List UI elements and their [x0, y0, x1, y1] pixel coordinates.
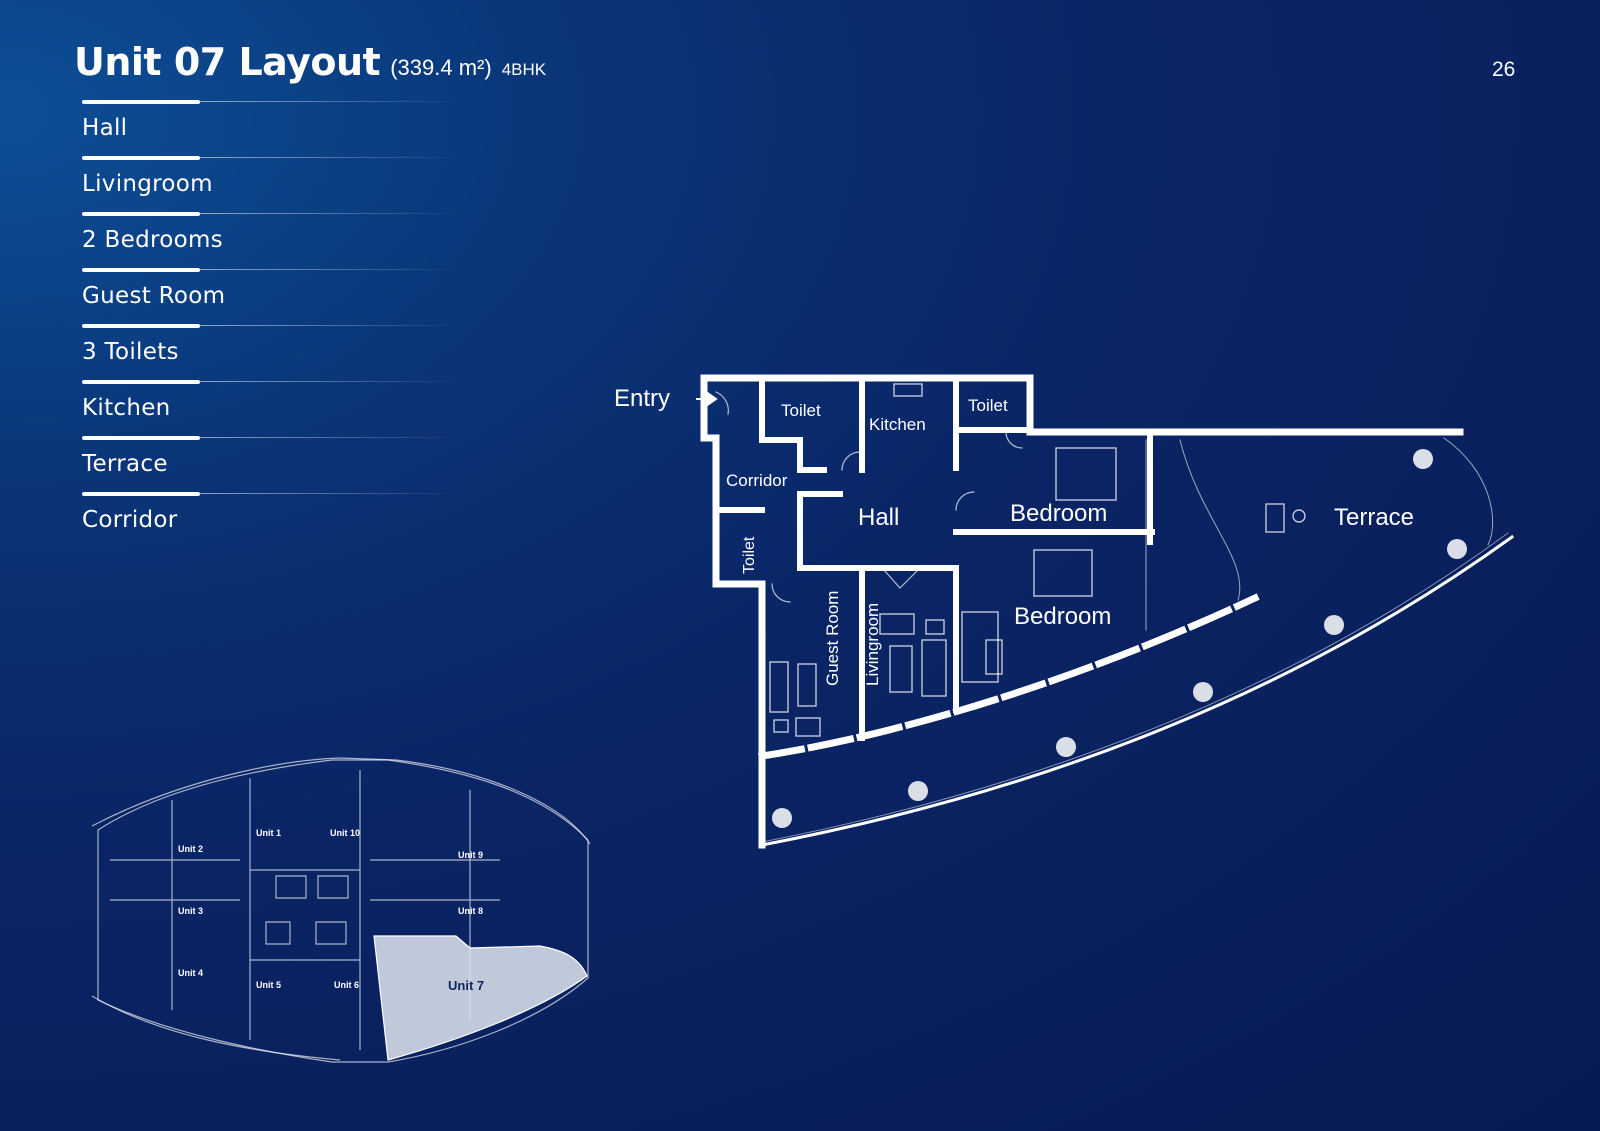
- unit-label: Unit 8: [458, 906, 483, 916]
- feature-list: Hall Livingroom 2 Bedrooms Guest Room 3 …: [82, 98, 462, 546]
- entry-arrow-icon: [696, 390, 718, 408]
- terrace-edge: [760, 534, 1515, 847]
- unit-7-highlight: [373, 935, 588, 1061]
- key-plan-outline: [97, 759, 589, 1063]
- feature-item-corridor: Corridor: [82, 490, 462, 546]
- unit-type: 4BHK: [501, 60, 547, 79]
- plant-icon: [908, 781, 928, 801]
- unit-label: Unit 9: [458, 850, 483, 860]
- unit-label: Unit 1: [256, 828, 281, 838]
- unit-7-label: Unit 7: [448, 978, 484, 993]
- plant-icon: [1193, 682, 1213, 702]
- unit-label: Unit 2: [178, 844, 203, 854]
- plant-icon: [1413, 449, 1433, 469]
- plant-icon: [1056, 737, 1076, 757]
- room-label-bedroom-1: Bedroom: [1010, 500, 1107, 527]
- room-label-corridor: Corridor: [726, 471, 788, 490]
- plant-icon: [1447, 539, 1467, 559]
- unit-label: Unit 6: [334, 980, 359, 990]
- room-label-hall: Hall: [858, 504, 899, 531]
- feature-item-kitchen: Kitchen: [82, 378, 462, 434]
- unit-label: Unit 5: [256, 980, 281, 990]
- feature-item-hall: Hall: [82, 98, 462, 154]
- unit-label: Unit 3: [178, 906, 203, 916]
- room-label-toilet-2: Toilet: [968, 396, 1008, 415]
- room-label-toilet-1: Toilet: [781, 401, 821, 420]
- room-label-bedroom-2: Bedroom: [1014, 603, 1111, 630]
- page-number: 26: [1492, 58, 1516, 81]
- plant-icon: [1324, 615, 1344, 635]
- room-label-terrace: Terrace: [1334, 504, 1414, 531]
- feature-item-bedrooms: 2 Bedrooms: [82, 210, 462, 266]
- unit-label: Unit 10: [330, 828, 360, 838]
- feature-item-toilets: 3 Toilets: [82, 322, 462, 378]
- plant-icons: [772, 449, 1467, 828]
- room-label-livingroom: Livingroom: [863, 603, 882, 686]
- page-title: Unit 07 Layout: [74, 40, 381, 84]
- room-label-kitchen: Kitchen: [869, 415, 926, 434]
- plant-icon: [772, 808, 792, 828]
- page-header: Unit 07 Layout (339.4 m²) 4BHK: [74, 40, 546, 84]
- room-label-toilet-3: Toilet: [741, 536, 758, 574]
- entry-label: Entry: [614, 385, 670, 412]
- feature-item-terrace: Terrace: [82, 434, 462, 490]
- outer-wall: [700, 374, 1464, 436]
- feature-item-guest-room: Guest Room: [82, 266, 462, 322]
- interior-walls: [713, 381, 1155, 741]
- unit-area: (339.4 m²): [390, 55, 492, 80]
- room-label-guest-room: Guest Room: [823, 591, 842, 686]
- unit-label: Unit 4: [178, 968, 203, 978]
- feature-item-livingroom: Livingroom: [82, 154, 462, 210]
- facade-wall: [758, 593, 1260, 760]
